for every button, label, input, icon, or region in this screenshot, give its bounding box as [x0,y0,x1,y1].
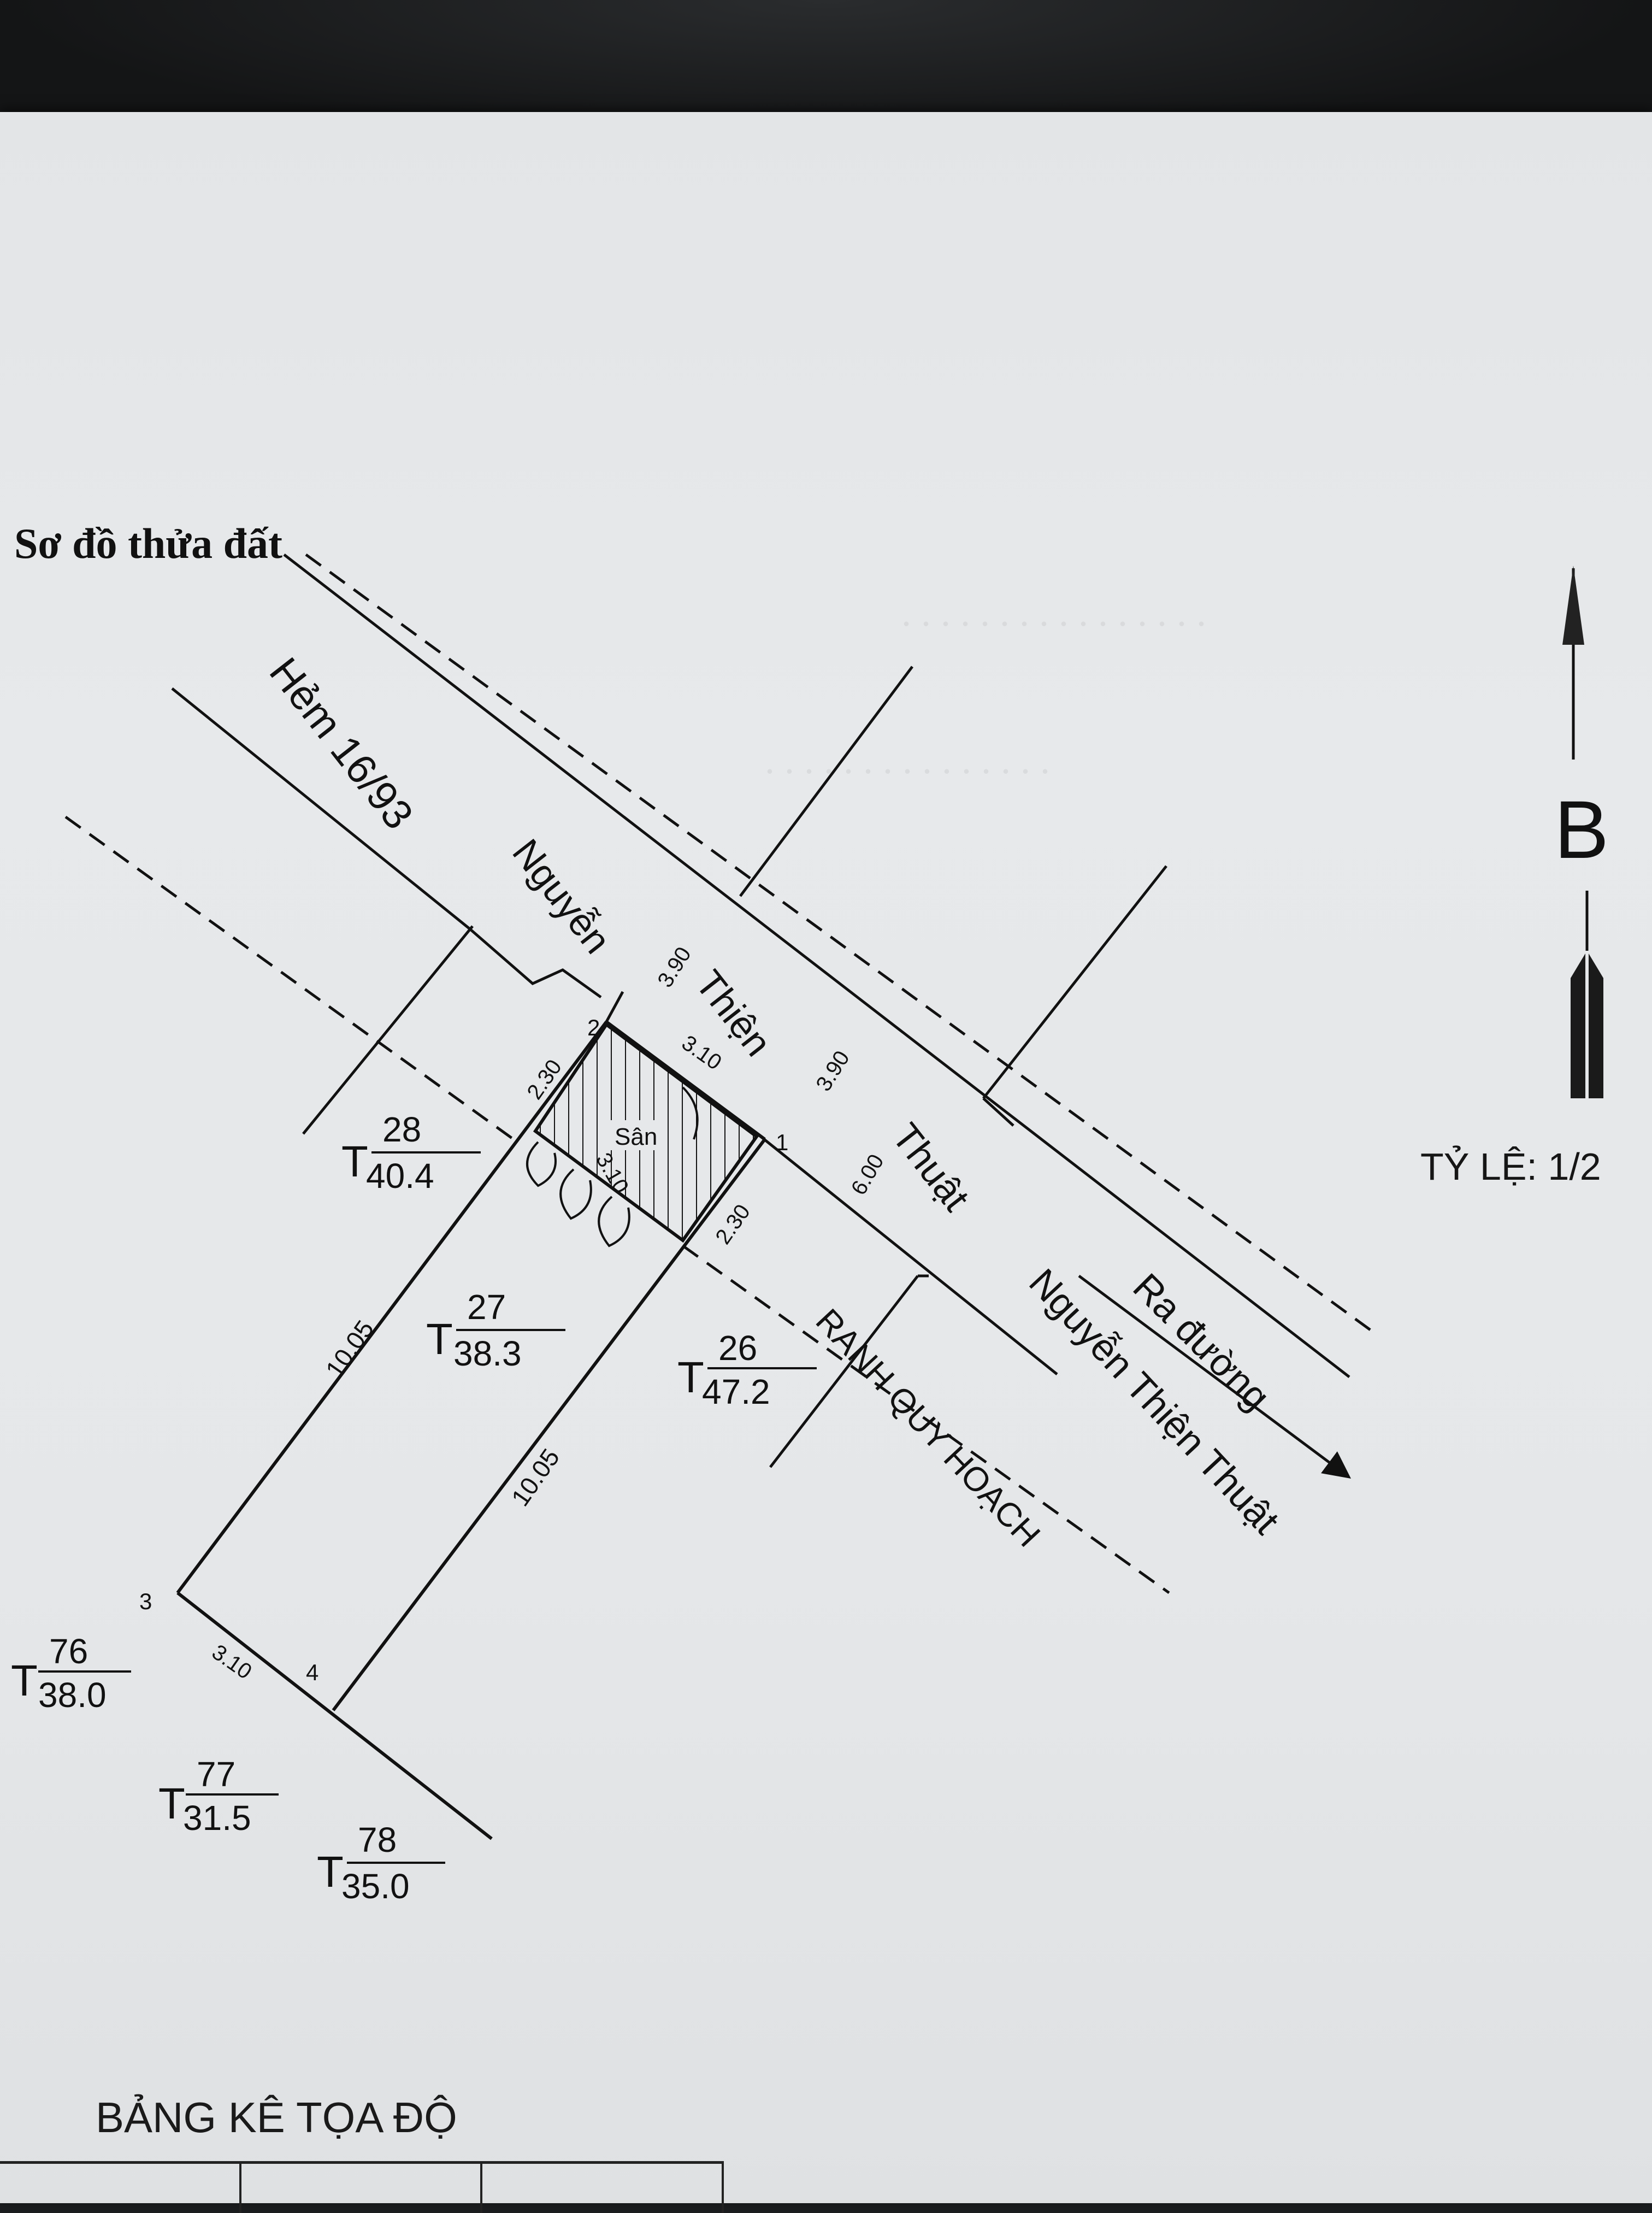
main-street-arrow [1078,1274,1352,1479]
parcel-prefix: T [11,1656,38,1705]
parcel-prefix: T [677,1353,704,1402]
courtyard-shrub-2 [559,1168,592,1220]
dim-road-width: 6.00 [847,1150,889,1199]
corner-2: 2 [587,1015,600,1040]
parcel-prefix: T [158,1779,185,1828]
parcel-area: 38.0 [38,1675,107,1715]
plot-back-line [176,1591,493,1840]
parcel-divider [371,1151,481,1153]
cross-line-2 [982,865,1167,1099]
courtyard-shrub-4 [682,1086,699,1140]
section-title: Sơ đồ thửa đất [14,520,282,567]
paper-sheet [0,112,1652,2203]
alley-dashed-top [305,553,1372,1332]
parcel-id: 28 [382,1110,422,1149]
cross-line-3 [982,1097,1014,1127]
courtyard-shrub-3 [598,1196,630,1247]
alley-label: Hẻm 16/93 [261,649,422,838]
courtyard-label-bg [609,1120,666,1150]
cross-line-1 [739,666,913,897]
dim-setback-left: 3.90 [653,943,696,991]
planning-boundary-dashed [64,815,515,1141]
courtyard-shrub-1 [526,1141,557,1187]
lower-alley-line [753,1130,1058,1375]
parcel-divider [347,1862,445,1864]
parcel-prefix: T [426,1315,453,1363]
planning-boundary-dashed-right [682,1244,1170,1594]
north-letter: B [1554,784,1609,875]
alley-name-nguyen: Nguyễn [504,831,619,961]
parcel28-divider [302,925,474,1135]
alley-edge-lower [171,687,471,930]
parcel-area: 35.0 [341,1867,410,1906]
parcel-id: 76 [49,1632,88,1671]
parcel-divider [707,1367,817,1369]
dim-setback-right: 3.90 [811,1046,854,1095]
parcel-divider [186,1793,279,1796]
parcel-id: 77 [197,1755,236,1794]
table-cell [482,2164,724,2213]
scale-label: TỶ LỆ: 1/2 [1420,1145,1601,1188]
coordinate-table-title: BẢNG KÊ TỌA ĐỘ [96,2093,457,2141]
parcel-area: 47.2 [702,1372,770,1411]
dim-courtyard-top: 3.10 [677,1031,726,1075]
parcel-prefix: T [341,1137,368,1186]
alley-edge-lower-jog [469,928,602,999]
alley-edge-upper [283,554,1350,1378]
parcel-id: 26 [718,1328,758,1368]
dim-side-left: 10.05 [320,1315,380,1383]
parcel-divider [456,1329,565,1331]
parcel-id: 78 [358,1820,397,1859]
corner-4: 4 [306,1659,318,1685]
setback-line [605,991,624,1023]
corner-3: 3 [139,1588,152,1614]
north-arrow-icon: B [1554,566,1609,1098]
parcel-id: 27 [467,1287,506,1327]
planning-boundary-label: RANH QUY HOẠCH [809,1302,1047,1554]
corner-1: 1 [776,1129,788,1155]
parcel-area: 40.4 [366,1156,434,1196]
dim-courtyard-right: 2.30 [711,1200,755,1249]
parcel-area: 38.3 [453,1334,522,1373]
table-cell [241,2164,483,2213]
parcel-prefix: T [317,1847,344,1896]
bleed-through-text-2: . . . . . . . . . . . . . . . [765,738,1050,782]
cross-line-4 [769,1275,919,1468]
bleed-through-text: . . . . . . . . . . . . . . . . [901,591,1206,634]
plot-front-line [605,1020,766,1141]
dim-side-right: 10.05 [506,1444,565,1511]
coordinate-table [0,2161,724,2213]
plot-right-side [332,1138,766,1711]
parcel-divider [38,1670,131,1673]
parcel-area: 31.5 [183,1798,251,1838]
plot-left-side [176,1021,608,1594]
courtyard-label: Sân [615,1123,657,1150]
alley-name-thuat: Thuật [884,1115,978,1219]
table-cell [0,2164,241,2213]
